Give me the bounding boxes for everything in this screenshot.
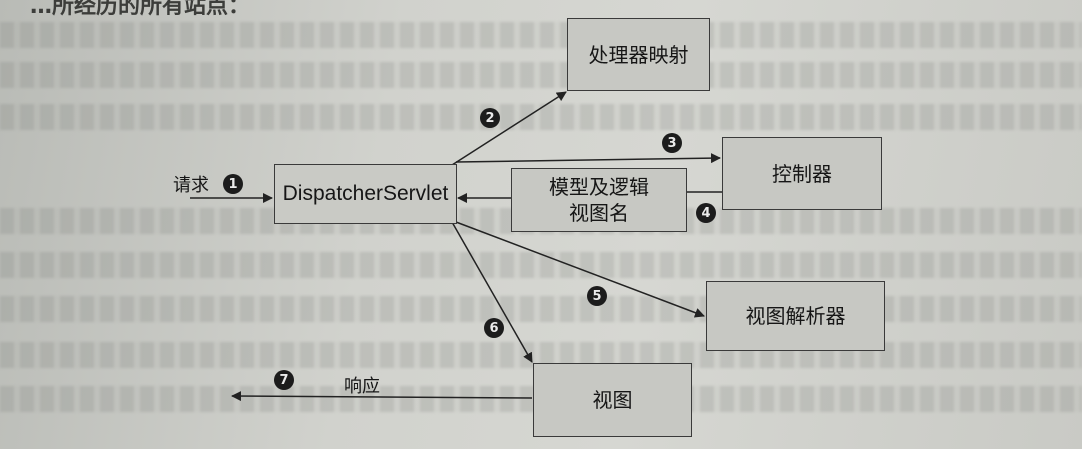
- arrow-to-view-resolver: [455, 221, 705, 318]
- background-text-band: [0, 252, 1082, 278]
- model-view-name-box: 模型及逻辑 视图名: [511, 168, 687, 232]
- request-label: 请求: [173, 175, 209, 196]
- view-resolver-box: 视图解析器: [706, 281, 885, 351]
- response-label: 响应: [344, 376, 380, 397]
- background-text-band: [0, 296, 1082, 322]
- dispatcher-servlet-box: DispatcherServlet: [274, 164, 457, 224]
- background-text-band: [0, 22, 1082, 48]
- step-2-badge: 2: [480, 108, 500, 128]
- arrow-to-handler-mapping: [451, 91, 567, 166]
- arrow-to-view: [451, 221, 533, 363]
- step-3-badge: 3: [662, 133, 682, 153]
- arrow-to-controller: [455, 153, 721, 164]
- handler-mapping-box: 处理器映射: [567, 18, 710, 91]
- page-heading: …所经历的所有站点：: [30, 0, 251, 19]
- step-5-badge: 5: [587, 286, 607, 306]
- step-6-badge: 6: [484, 318, 504, 338]
- controller-box: 控制器: [722, 137, 882, 210]
- background-text-band: [0, 62, 1082, 88]
- view-box: 视图: [533, 363, 692, 437]
- arrow-response: [231, 391, 533, 402]
- step-7-badge: 7: [274, 370, 294, 390]
- step-4-badge: 4: [696, 203, 716, 223]
- step-1-badge: 1: [223, 174, 243, 194]
